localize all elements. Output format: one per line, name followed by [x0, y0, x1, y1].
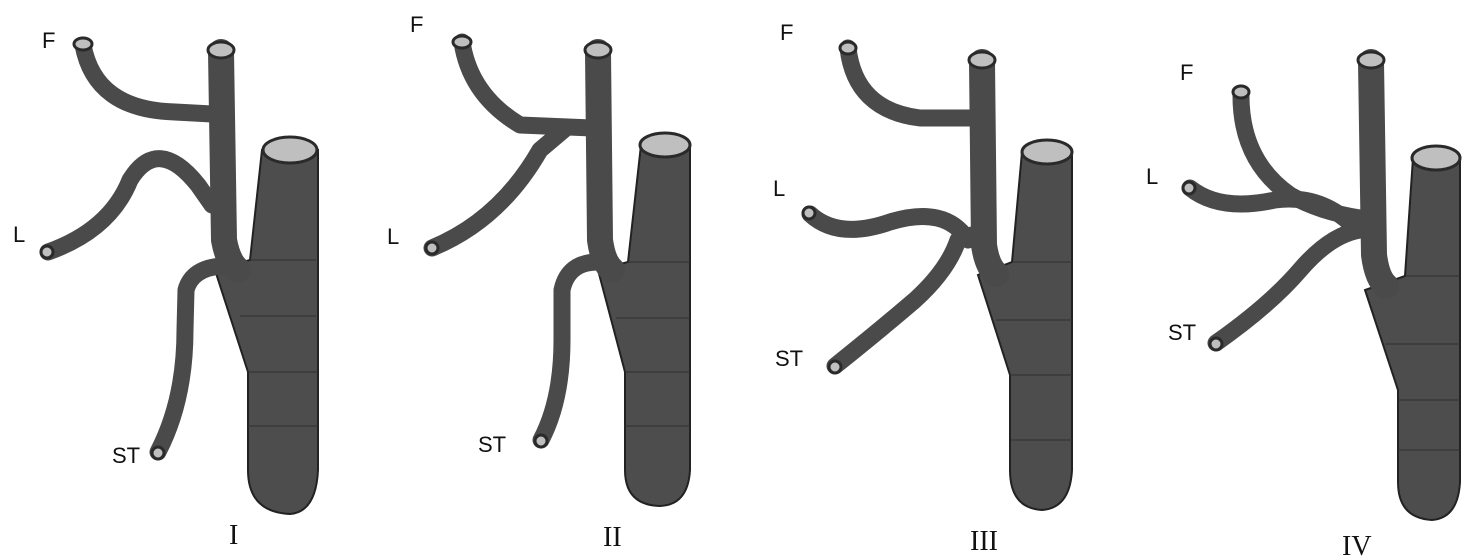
label-f: F: [780, 20, 793, 45]
label-l: L: [387, 224, 399, 249]
panel-numeral: III: [970, 526, 998, 557]
label-l: L: [13, 222, 25, 247]
label-st: ST: [112, 443, 140, 468]
label-st: ST: [478, 432, 506, 457]
main-artery-lumen: [263, 137, 317, 163]
branch-st: [158, 266, 222, 452]
panel-3: F L ST III: [773, 20, 1072, 557]
label-l: L: [1146, 164, 1158, 189]
main-artery-lumen: [1412, 146, 1460, 170]
parent-vessel: [221, 52, 238, 270]
label-f: F: [42, 28, 55, 53]
branch-st: [1216, 230, 1360, 343]
label-st: ST: [775, 346, 803, 371]
parent-vessel: [598, 52, 612, 270]
parent-vessel: [1371, 62, 1386, 286]
branch-st: [835, 235, 972, 366]
panel-4: F L ST IV: [1146, 52, 1460, 559]
branch-l: [432, 128, 566, 248]
panel-numeral: I: [229, 520, 238, 551]
label-l: L: [773, 176, 785, 201]
label-st: ST: [1168, 320, 1196, 345]
panel-numeral: II: [603, 522, 622, 553]
parent-vessel: [982, 62, 996, 274]
branch-st: [541, 262, 598, 440]
panel-1: F L ST I: [13, 28, 318, 551]
branch-f: [83, 45, 212, 114]
panel-2: F L ST II: [387, 12, 690, 553]
branch-l: [48, 159, 212, 252]
label-f: F: [410, 12, 423, 37]
main-artery-lumen: [640, 133, 690, 157]
branch-l: [810, 214, 968, 240]
branch-f: [848, 48, 972, 118]
label-f: F: [1180, 60, 1193, 85]
panel-numeral: IV: [1342, 531, 1372, 559]
main-artery-lumen: [1022, 140, 1072, 164]
branch-f: [462, 42, 592, 128]
